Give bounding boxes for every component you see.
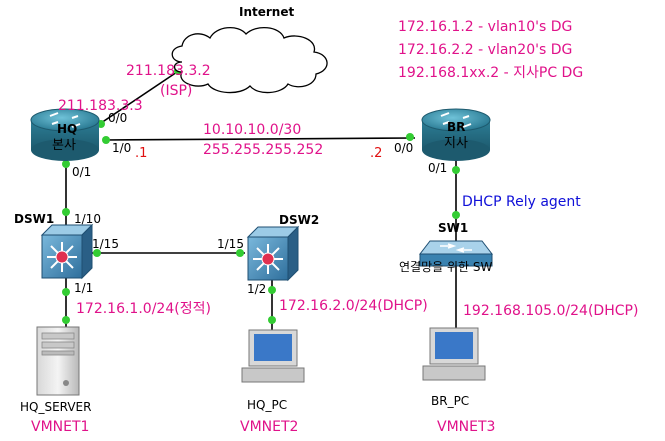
subnet-hq-pc: 172.16.2.0/24(DHCP) [279, 298, 428, 314]
dsw1-port-right: 1/15 [92, 237, 119, 251]
note-vlan20: 172.16.2.2 - vlan20's DG [398, 42, 573, 58]
dot-dsw1-down [62, 288, 70, 296]
br-label-korean: 지사 [444, 136, 468, 151]
br-port-hq: 0/0 [394, 141, 414, 155]
wan-mask: 255.255.255.252 [203, 142, 324, 158]
sw1-label: SW1 [438, 221, 469, 235]
hq-port-wan: 0/0 [108, 111, 128, 125]
dot-server [62, 316, 70, 324]
subnet-br-pc: 192.168.105.0/24(DHCP) [463, 303, 639, 319]
internet-label: Internet [239, 5, 295, 19]
dot-hq-down [62, 160, 70, 168]
br-port-down: 0/1 [428, 161, 448, 175]
note-vlan10: 172.16.1.2 - vlan10's DG [398, 19, 573, 35]
cloud-icon [171, 27, 328, 94]
sw1-description: 연결망을 위한 SW [399, 260, 493, 274]
br-host-octet: .2 [370, 146, 383, 161]
link-dots [62, 67, 460, 324]
dot-br-hq [406, 133, 414, 141]
hq-host-octet: .1 [135, 146, 148, 161]
br-router-icon [421, 108, 491, 161]
dsw2-switch-icon [246, 225, 300, 282]
hq-router-icon [30, 108, 100, 161]
hq-server-icon [36, 326, 80, 396]
vmnet-server: VMNET1 [31, 419, 90, 435]
hq-wan-ip: 211.183.3.3 [58, 98, 143, 114]
dsw1-port-down: 1/1 [74, 281, 94, 295]
hq-label-korean: 본사 [52, 138, 76, 153]
link-hq-internet [97, 69, 181, 126]
vmnet-hq-pc: VMNET2 [240, 419, 299, 435]
hq-port-br: 1/0 [112, 141, 132, 155]
dot-dsw2-down [268, 286, 276, 294]
br-pc-icon [422, 327, 486, 381]
hq-label: HQ [57, 122, 78, 136]
note-branch-pc: 192.168.1xx.2 - 지사PC DG [398, 65, 584, 81]
vmnet-br-pc: VMNET3 [437, 419, 496, 435]
hq-port-down: 0/1 [72, 165, 92, 179]
dsw2-port-left: 1/15 [217, 237, 244, 251]
dot-sw1-up [452, 211, 460, 219]
host-server-label: HQ_SERVER [20, 400, 92, 414]
dot-dsw1-right [93, 249, 101, 257]
isp-tag: (ISP) [160, 83, 193, 99]
dsw2-port-down: 1/2 [247, 282, 267, 296]
isp-ip: 211.183.3.2 [126, 63, 211, 79]
dsw2-label: DSW2 [279, 213, 320, 227]
wan-network: 10.10.10.0/30 [203, 122, 302, 138]
dot-dsw1-up [62, 208, 70, 216]
br-label: BR [447, 120, 466, 134]
sw1-switch-icon [418, 240, 494, 267]
dot-br-down [452, 166, 460, 174]
link-hq-br [103, 137, 416, 141]
dsw1-port-up: 1/10 [74, 212, 101, 226]
dsw1-label: DSW1 [14, 212, 55, 226]
hq-pc-icon [241, 329, 305, 383]
host-br-pc-label: BR_PC [431, 394, 470, 408]
dot-hq-br [102, 136, 110, 144]
host-hq-pc-label: HQ_PC [247, 398, 288, 412]
dot-dsw2-left [236, 249, 244, 257]
dot-hqpc [268, 316, 276, 324]
dhcp-relay-label: DHCP Rely agent [462, 194, 581, 210]
subnet-server: 172.16.1.0/24(정적) [76, 301, 211, 317]
dsw1-switch-icon [40, 223, 94, 280]
